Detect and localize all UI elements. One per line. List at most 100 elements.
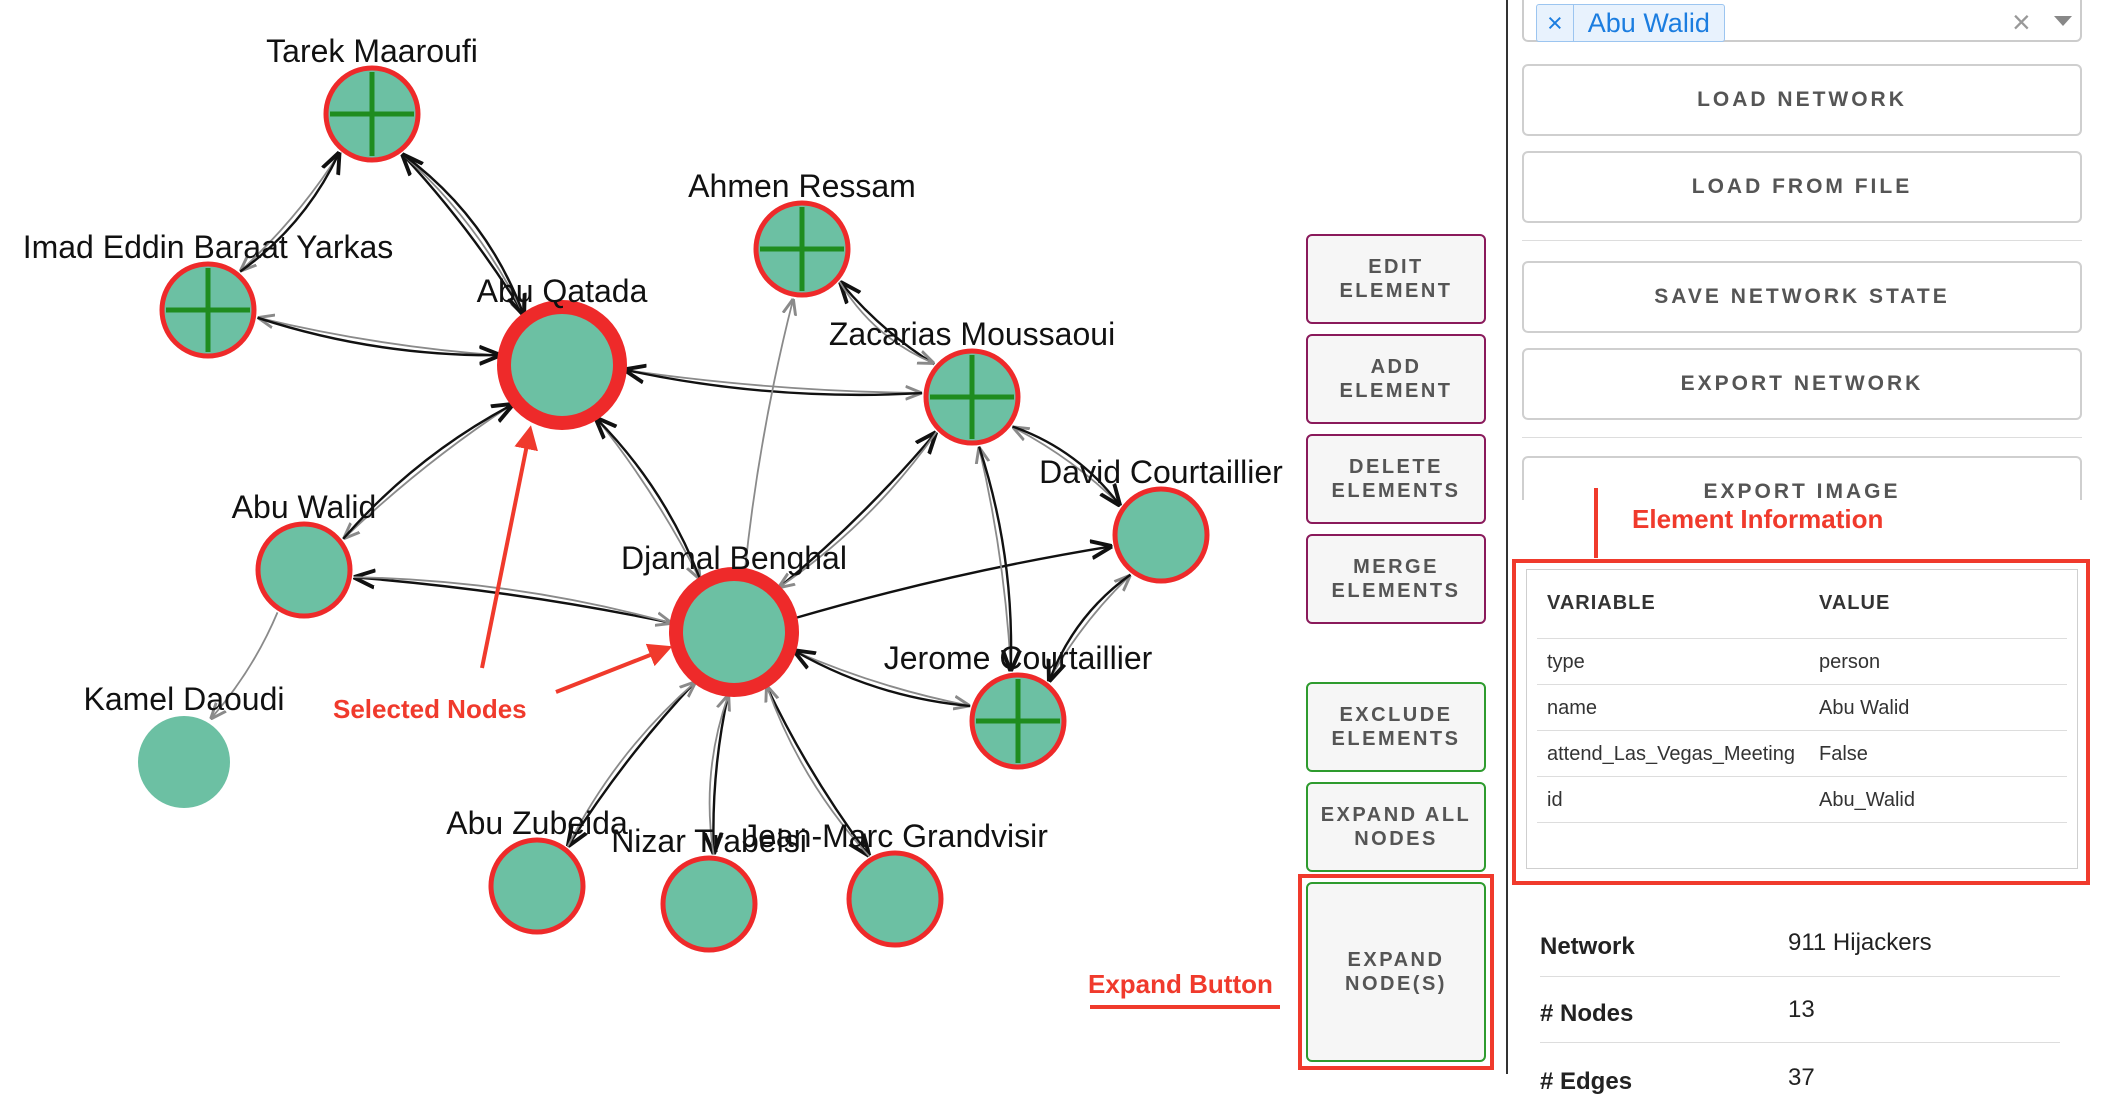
delete-elements-label-2: ELEMENTS <box>1331 480 1461 502</box>
edge-imad-qatada[interactable] <box>257 316 498 356</box>
node-circle[interactable] <box>660 855 758 953</box>
annotation-pointer <box>1594 488 1598 558</box>
edge-djamal-jeanmarc[interactable] <box>764 684 868 854</box>
edge-djamal-qatada[interactable] <box>597 419 702 581</box>
node-jerome[interactable] <box>969 672 1067 770</box>
expand-plus-icon <box>166 268 250 352</box>
edge-nizar-djamal[interactable] <box>708 696 729 855</box>
clear-selection-icon[interactable]: × <box>2012 4 2031 40</box>
edge-zacarias-jerome[interactable] <box>977 446 1011 670</box>
node-ahmen[interactable] <box>753 200 851 298</box>
edge-imad-tarek[interactable] <box>239 154 339 273</box>
node-tarek[interactable] <box>323 65 421 163</box>
merge-elements-label-2: ELEMENTS <box>1331 580 1461 602</box>
edge-jerome-djamal[interactable] <box>795 651 971 708</box>
node-imad[interactable] <box>159 261 257 359</box>
node-david[interactable] <box>1112 486 1210 584</box>
node-circle[interactable] <box>1112 486 1210 584</box>
node-search-select[interactable]: × Abu Walid × <box>1522 0 2082 42</box>
edge-zubeida-djamal[interactable] <box>566 683 695 847</box>
expand-plus-icon <box>930 355 1014 439</box>
element-information-frame: VARIABLE VALUE type person name Abu Wali… <box>1512 559 2090 885</box>
edge-djamal-walid[interactable] <box>355 577 673 625</box>
node-nizar[interactable] <box>660 855 758 953</box>
node-circle[interactable] <box>497 300 627 430</box>
node-zubeida[interactable] <box>488 837 586 935</box>
node-label-zubeida: Abu Zubeida <box>446 805 628 841</box>
node-qatada[interactable] <box>497 300 627 430</box>
edge-walid-qatada[interactable] <box>342 405 512 540</box>
node-circle[interactable] <box>488 837 586 935</box>
variable-column-header: VARIABLE <box>1547 592 1656 614</box>
chevron-down-icon[interactable] <box>2054 16 2072 26</box>
edge-zacarias-david[interactable] <box>1011 425 1119 504</box>
chip-label: Abu Walid <box>1587 7 1710 38</box>
edge-djamal-zacarias[interactable] <box>777 434 935 590</box>
edge-jerome-zacarias[interactable] <box>979 448 1012 672</box>
node-djamal[interactable] <box>669 567 799 697</box>
node-circle[interactable] <box>138 716 230 808</box>
node-jeanmarc[interactable] <box>846 850 944 948</box>
node-label-david: David Courtaillier <box>1039 454 1283 490</box>
add-element-label-2: ELEMENT <box>1339 380 1453 402</box>
exclude-elements-label-2: ELEMENTS <box>1331 728 1461 750</box>
node-walid[interactable] <box>255 521 353 619</box>
node-circle[interactable] <box>846 850 944 948</box>
edge-jeanmarc-djamal[interactable] <box>767 687 870 857</box>
variable-cell: attend_Las_Vegas_Meeting <box>1547 743 1795 765</box>
edge-walid-djamal[interactable] <box>353 576 670 623</box>
node-kamel[interactable] <box>138 716 230 808</box>
value-cell: False <box>1819 743 1868 765</box>
expand-plus-icon <box>976 679 1060 763</box>
node-label-walid: Abu Walid <box>232 489 377 525</box>
value-cell: Abu_Walid <box>1819 789 1915 811</box>
merge-elements-label-1: MERGE <box>1353 556 1439 578</box>
edge-djamal-zubeida[interactable] <box>569 680 697 845</box>
chip-remove-icon[interactable]: × <box>1537 5 1574 41</box>
node-label-jerome: Jerome Courtaillier <box>884 640 1153 676</box>
edge-djamal-nizar[interactable] <box>713 693 730 852</box>
load-from-file-button[interactable]: LOAD FROM FILE <box>1522 151 2082 223</box>
expand-nodes-label-2: NODE(S) <box>1345 973 1447 995</box>
edge-tarek-qatada[interactable] <box>401 153 523 314</box>
node-label-jeanmarc: Jean-Marc Grandvisir <box>742 818 1048 854</box>
load-network-button[interactable]: LOAD NETWORK <box>1522 64 2082 136</box>
node-zacarias[interactable] <box>923 348 1021 446</box>
divider <box>1540 1042 2060 1043</box>
value-cell: person <box>1819 651 1881 673</box>
edge-david-jerome[interactable] <box>1050 573 1132 680</box>
expand-button-highlight-frame <box>1298 874 1494 1070</box>
element-information-annotation-label: Element Information <box>1618 500 1898 539</box>
stat-network-value: 911 Hijackers <box>1788 929 1932 956</box>
delete-elements-label-1: DELETE <box>1349 456 1443 478</box>
node-label-nizar: Nizar Trabelsi <box>611 823 807 859</box>
stat-nodes-label: # Nodes <box>1540 1000 1634 1027</box>
export-image-button[interactable]: EXPORT IMAGE <box>1522 456 2082 500</box>
value-column-header: VALUE <box>1819 592 1891 614</box>
stat-network-label: Network <box>1540 933 1635 960</box>
save-network-state-button[interactable]: SAVE NETWORK STATE <box>1522 261 2082 333</box>
edge-djamal-ahmen[interactable] <box>743 300 793 572</box>
edge-walid-kamel[interactable] <box>212 612 279 718</box>
edge-qatada-imad[interactable] <box>259 318 501 357</box>
export-network-button[interactable]: EXPORT NETWORK <box>1522 348 2082 420</box>
node-circle[interactable] <box>669 567 799 697</box>
edge-ahmen-zacarias[interactable] <box>838 281 933 363</box>
edge-qatada-zacarias[interactable] <box>623 368 920 393</box>
edge-zacarias-djamal[interactable] <box>780 431 938 587</box>
table-row: name Abu Walid <box>1537 684 2067 730</box>
edge-djamal-david[interactable] <box>794 547 1110 620</box>
node-circle[interactable] <box>255 521 353 619</box>
expand-plus-icon <box>330 72 414 156</box>
edge-zacarias-qatada[interactable] <box>626 370 923 397</box>
edge-tarek-qatada[interactable] <box>401 152 523 314</box>
edit-element-label-1: EDIT <box>1368 256 1424 278</box>
